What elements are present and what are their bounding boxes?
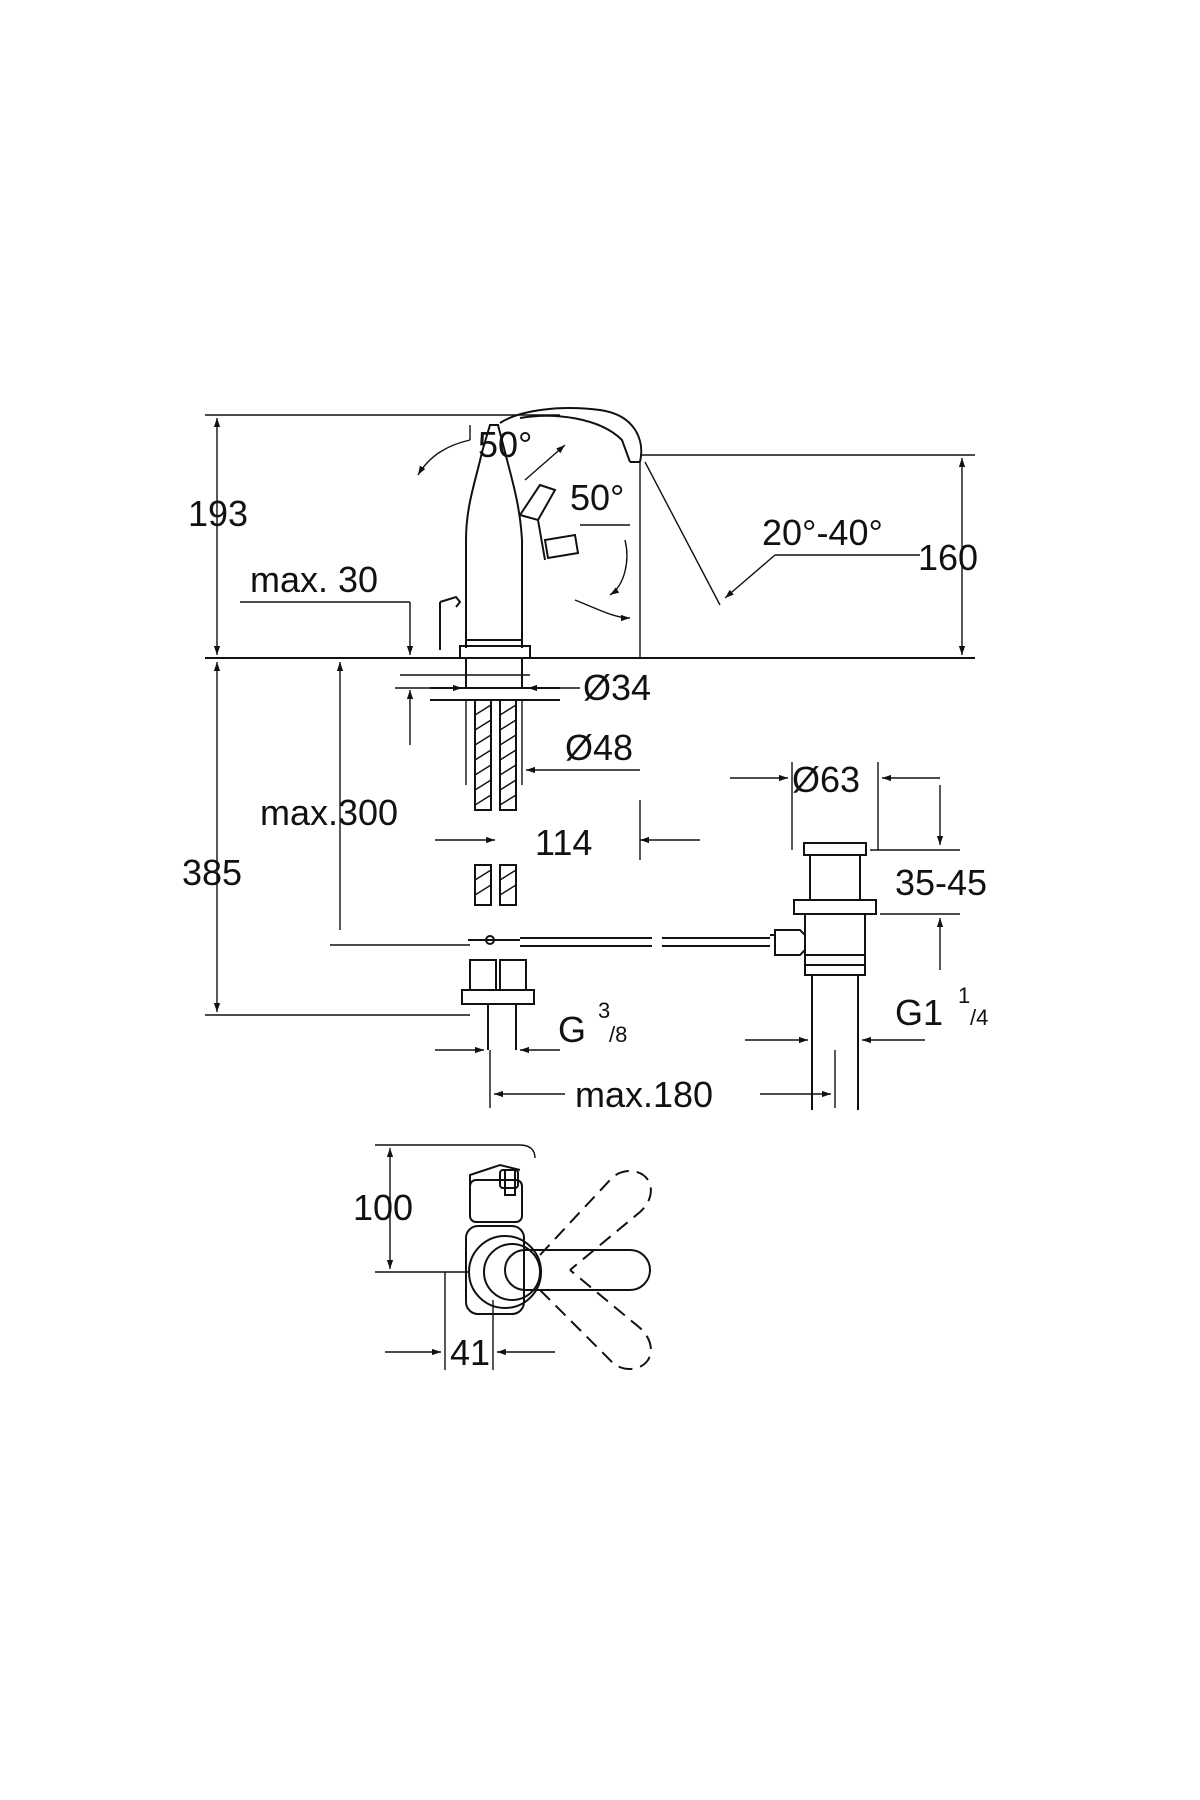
dim-dia-34: Ø34 — [395, 667, 651, 708]
label-dia-63: Ø63 — [792, 759, 860, 800]
faucet-front-view — [205, 407, 975, 659]
label-dia-34: Ø34 — [583, 667, 651, 708]
label-angle-spout: 50° — [570, 477, 624, 518]
label-193: 193 — [188, 493, 248, 534]
dim-max-180: max.180 — [489, 1050, 836, 1115]
dim-41: 41 — [385, 1272, 555, 1373]
label-g38-den: /8 — [609, 1022, 627, 1047]
dim-dia-63: Ø63 — [730, 759, 940, 850]
label-g1: G1 — [895, 992, 943, 1033]
dim-max-30: max. 30 — [240, 559, 530, 745]
label-angle-range: 20°-40° — [762, 512, 883, 553]
label-max-180: max.180 — [575, 1074, 713, 1115]
label-41: 41 — [450, 1332, 490, 1373]
label-160: 160 — [918, 537, 978, 578]
waste-assembly — [770, 842, 877, 1110]
label-dia-48: Ø48 — [565, 727, 633, 768]
dim-max-300: max.300 — [260, 662, 470, 946]
label-g38-num: 3 — [598, 998, 610, 1023]
popup-rod — [520, 937, 770, 947]
label-g1-den: /4 — [970, 1005, 988, 1030]
dim-g1-quarter: G1 1 /4 — [745, 983, 988, 1044]
label-g1-num: 1 — [958, 983, 970, 1008]
dim-dia-48: Ø48 — [465, 700, 640, 785]
dim-385: 385 — [182, 662, 470, 1016]
label-g38: G — [558, 1009, 586, 1050]
label-114: 114 — [535, 822, 592, 863]
label-max-30: max. 30 — [250, 559, 378, 600]
dim-35-45: 35-45 — [870, 785, 987, 970]
dim-160: 160 — [918, 458, 978, 655]
dim-100: 100 — [353, 1148, 413, 1269]
label-max-300: max.300 — [260, 792, 398, 833]
label-385: 385 — [182, 852, 242, 893]
dim-193: 193 — [188, 418, 248, 655]
label-angle-lever: 50° — [478, 424, 532, 465]
label-100: 100 — [353, 1187, 413, 1228]
label-35-45: 35-45 — [895, 862, 987, 903]
plan-view — [375, 1144, 652, 1370]
dim-114: 114 — [435, 800, 700, 863]
dim-g-three-eighths: G 3 /8 — [435, 998, 627, 1054]
